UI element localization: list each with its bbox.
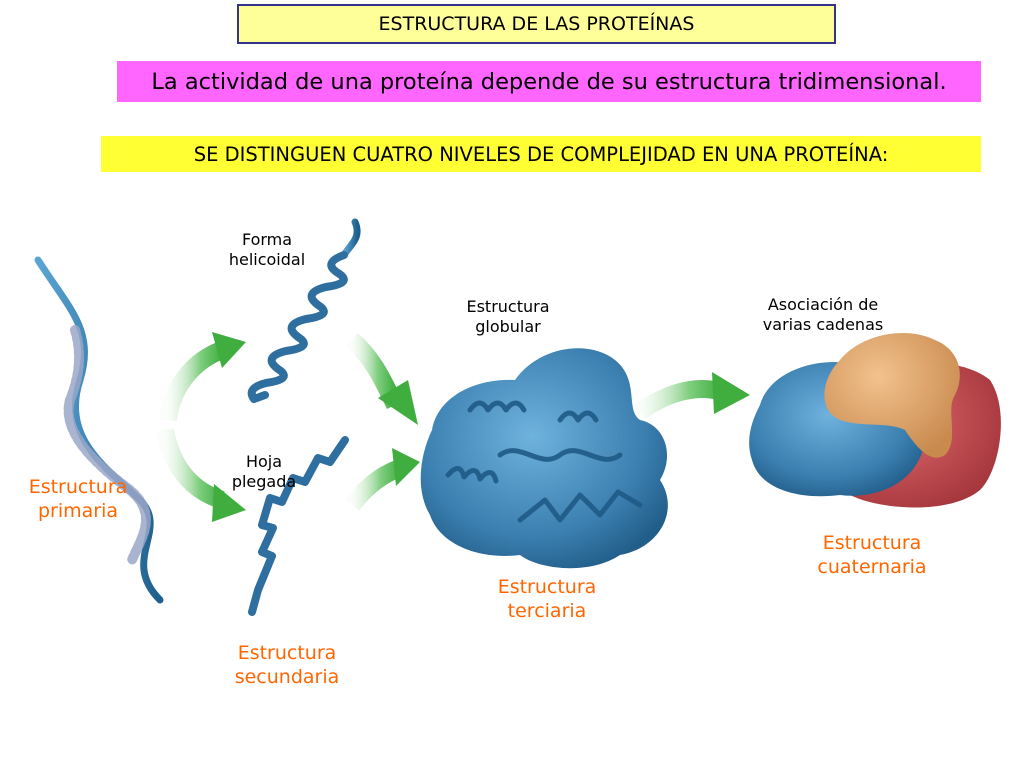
label-helix: Forma helicoidal [222,230,312,270]
quaternary-complex [749,332,1001,508]
label-secondary-line1: Estructura [237,642,337,664]
label-secondary-line2: secundaria [234,665,340,688]
label-sheet-line1: Hoja [245,452,283,471]
label-quaternary: Estructura cuaternaria [804,532,940,580]
levels-box: SE DISTINGUEN CUATRO NIVELES DE COMPLEJI… [101,136,981,172]
title-box: ESTRUCTURA DE LAS PROTEÍNAS [237,4,836,44]
label-sheet: Hoja plegada [228,452,300,492]
arrow-primary-to-sheet [156,428,246,522]
label-primary-line2: primaria [37,499,119,522]
label-secondary: Estructura secundaria [223,642,351,690]
label-globular-line1: Estructura [466,297,550,316]
label-primary-line1: Estructura [28,476,128,498]
slide-title: ESTRUCTURA DE LAS PROTEÍNAS [378,13,695,35]
label-association-line1: Asociación de [767,295,879,314]
label-helix-line1: Forma [241,230,293,249]
label-association-line2: varias cadenas [762,315,884,334]
label-primary: Estructura primaria [15,476,141,524]
label-tertiary-line1: Estructura [497,576,597,598]
label-quaternary-line1: Estructura [822,532,922,554]
subtitle-box: La actividad de una proteína depende de … [117,61,981,102]
label-globular-line2: globular [475,317,541,336]
label-tertiary: Estructura terciaria [484,576,610,624]
label-quaternary-line2: cuaternaria [817,555,927,578]
arrow-primary-to-helix [159,332,246,422]
levels-heading: SE DISTINGUEN CUATRO NIVELES DE COMPLEJI… [193,142,889,166]
label-association: Asociación de varias cadenas [748,295,898,335]
primary-structure-chain [34,256,164,604]
alpha-helix [247,218,361,403]
label-tertiary-line2: terciaria [507,599,587,622]
slide-subtitle: La actividad de una proteína depende de … [151,68,947,95]
beta-sheet [248,436,349,616]
label-sheet-line2: plegada [231,472,297,491]
label-globular: Estructura globular [452,297,564,337]
arrow-helix-to-tertiary [345,333,418,425]
label-helix-line2: helicoidal [228,250,306,269]
arrow-tertiary-to-quaternary [634,372,750,420]
arrow-sheet-to-tertiary [344,448,420,511]
tertiary-globule [420,348,668,569]
